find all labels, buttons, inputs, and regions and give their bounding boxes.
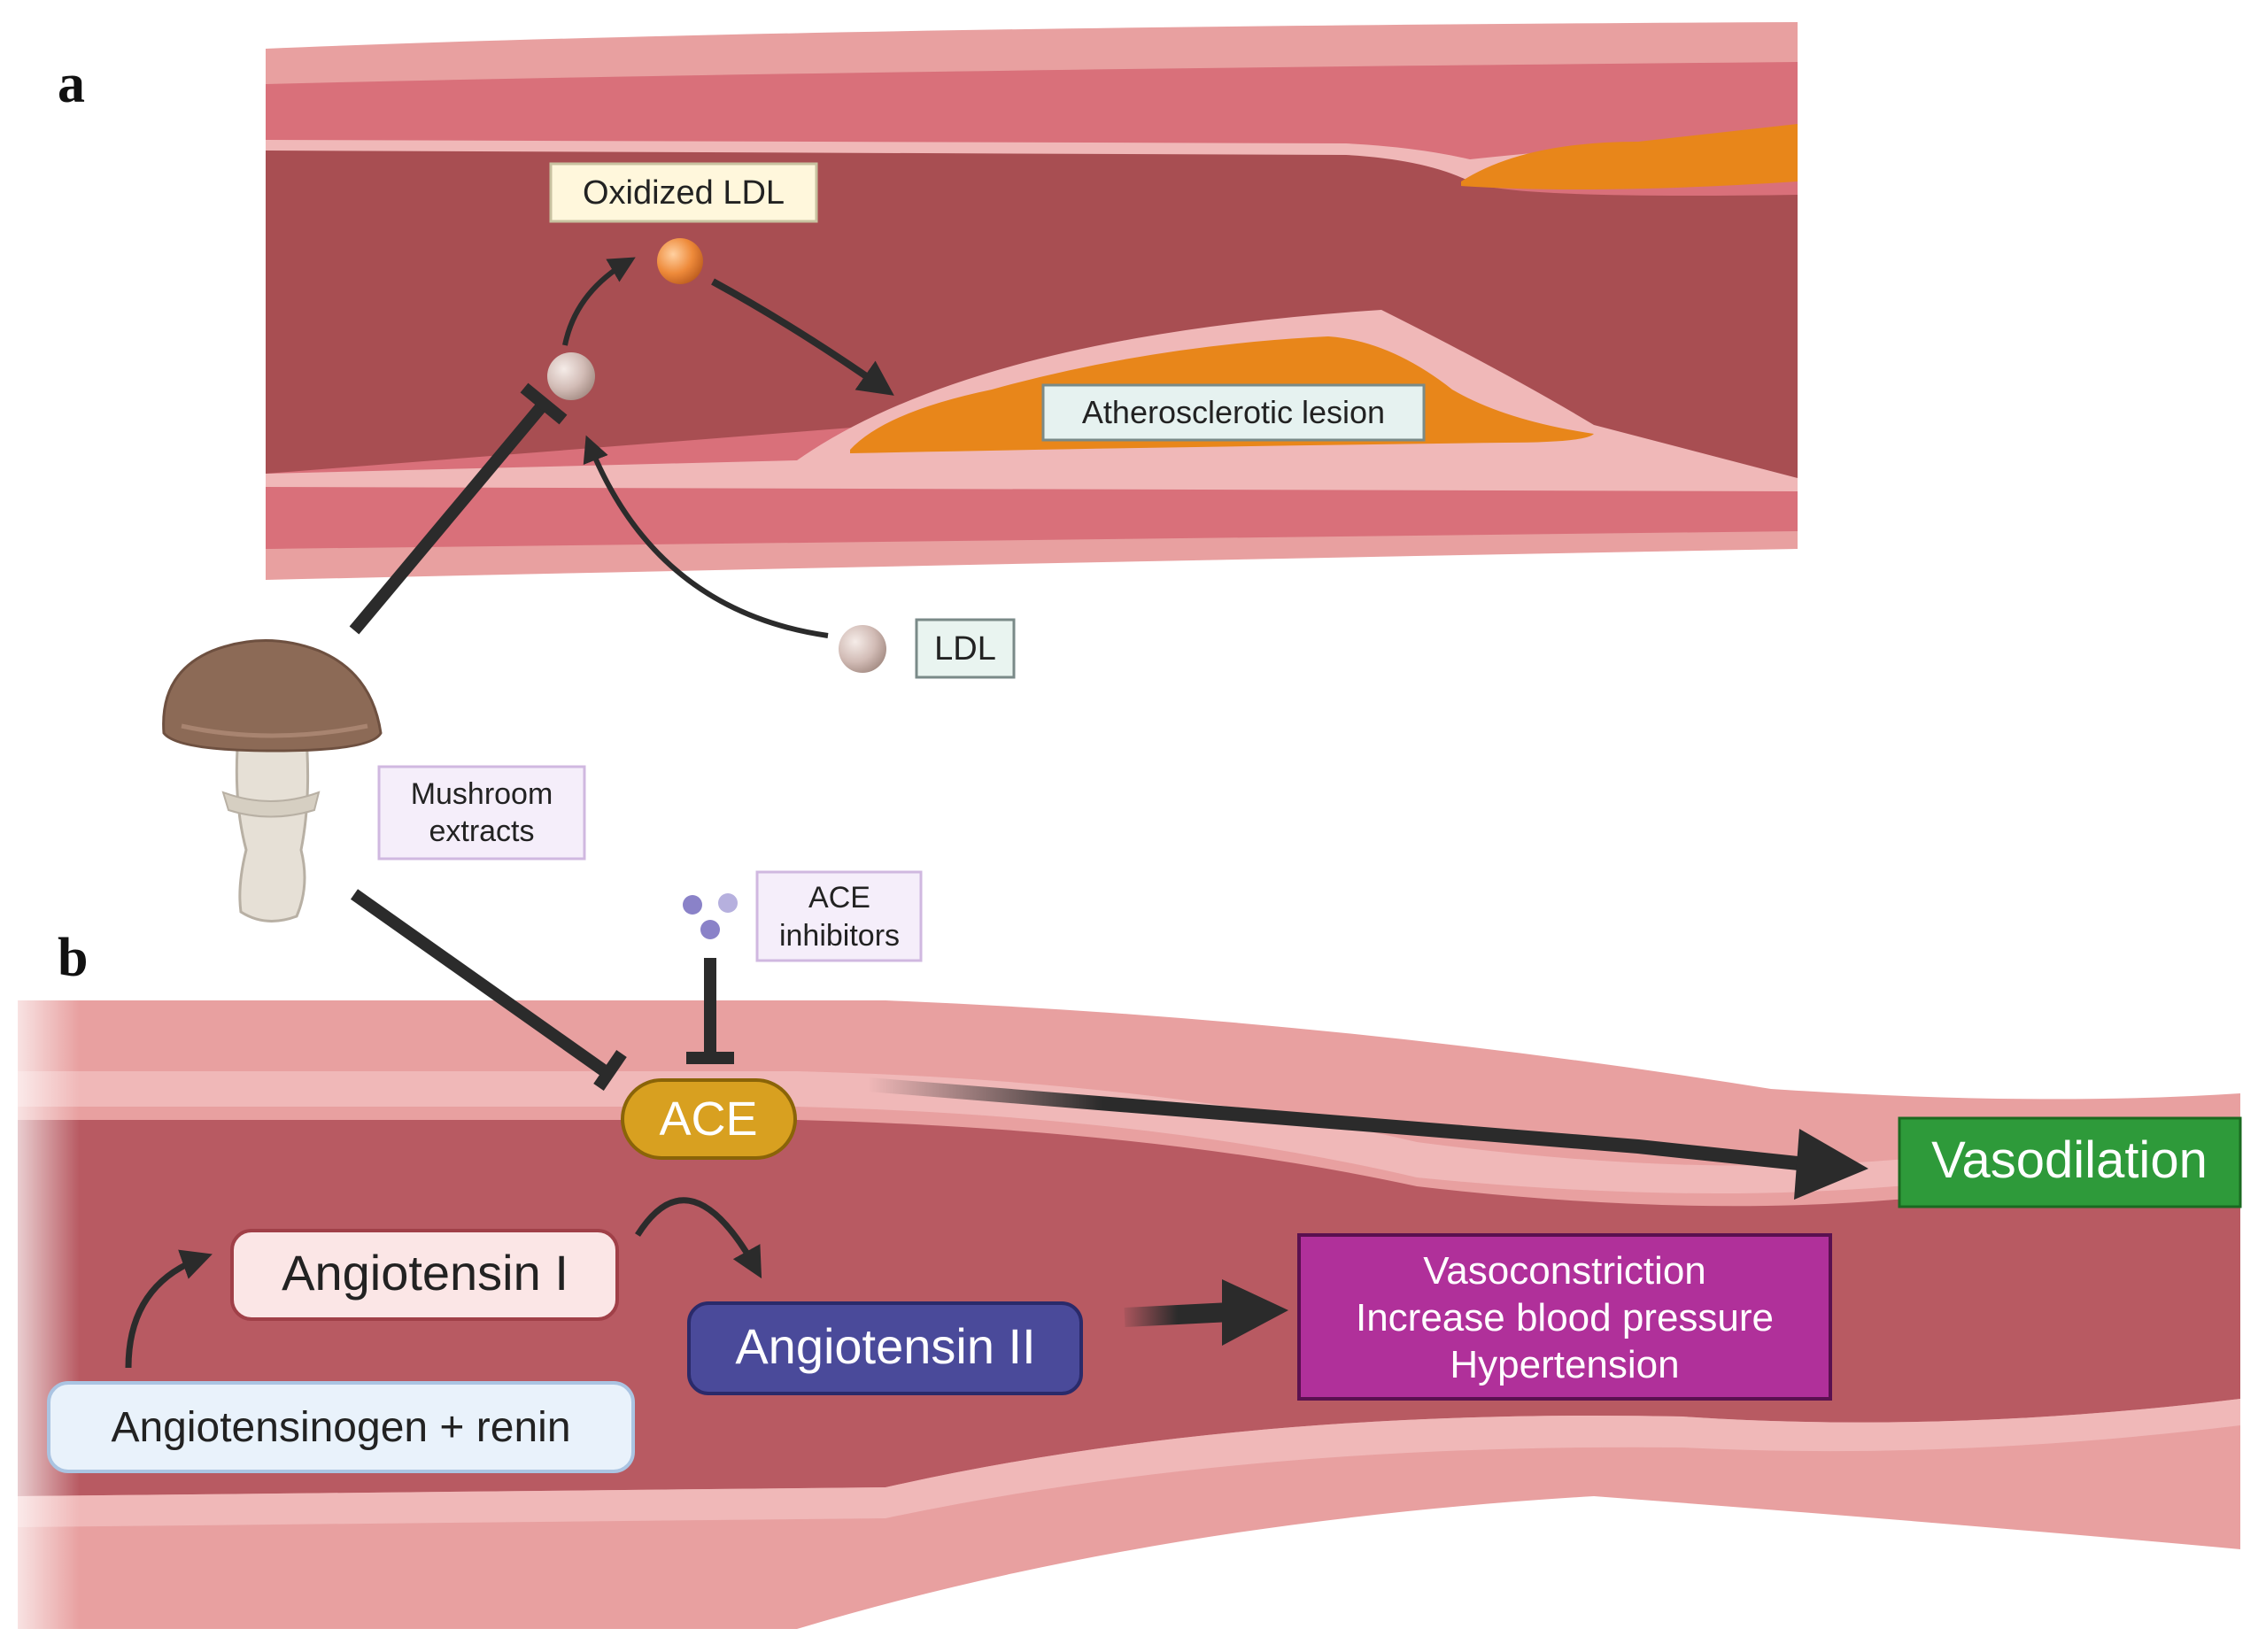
angiotensin-ii-box: Angiotensin II (687, 1301, 1083, 1395)
vasodilation-box: Vasodilation (1898, 1116, 2242, 1208)
mushroom-inhibit-oxidation-bar (520, 382, 568, 425)
vessel-b-intima-bottom (18, 1399, 2240, 1527)
ldl-entry-arrow (583, 435, 829, 638)
ace-to-vasodilation-arrow-line (867, 1077, 1807, 1171)
vessel-b-intima-top (18, 1071, 2240, 1193)
effect-blood-pressure-text: Increase blood pressure (1356, 1296, 1774, 1339)
mushroom-extracts-text-1: Mushroom (411, 777, 553, 811)
mushroom-inhibit-oxidation-line (349, 398, 550, 635)
lesion-formation-arrow (711, 278, 894, 396)
effects-box: Vasoconstriction Increase blood pressure… (1297, 1233, 1832, 1401)
vessel-a (266, 22, 1798, 580)
angiotensin-i-text: Angiotensin I (282, 1245, 568, 1301)
effect-vasoconstriction-text: Vasoconstriction (1423, 1249, 1706, 1293)
panel-letter-a: a (58, 54, 85, 114)
effect-hypertension-text: Hypertension (1450, 1343, 1679, 1386)
panel-letter-b: b (58, 928, 88, 988)
oxidation-arrow (562, 257, 636, 346)
ace-enzyme: ACE (621, 1078, 797, 1160)
atherosclerotic-lesion-label: Atherosclerotic lesion (1041, 383, 1426, 442)
mushroom-inhibit-ace-bar (593, 1050, 627, 1091)
oxidized-ldl-particle (657, 238, 703, 284)
mushroom-extracts-label: Mushroom extracts (377, 765, 586, 861)
vasodilation-text: Vasodilation (1931, 1131, 2208, 1189)
ldl-particle (839, 625, 886, 673)
angiotensinogen-renin-text: Angiotensinogen + renin (111, 1404, 570, 1451)
angiotensinogen-renin-box: Angiotensinogen + renin (47, 1381, 635, 1473)
mushroom-icon (162, 639, 383, 922)
angiotensin-ii-to-effects-line (1124, 1302, 1232, 1327)
oxidized-ldl-label: Oxidized LDL (549, 162, 818, 223)
angiotensinogen-to-angiotensin-i-arrow (125, 1249, 213, 1369)
ldl-text: LDL (934, 630, 996, 668)
ace-text: ACE (659, 1092, 757, 1146)
upper-plaque (1461, 124, 1798, 189)
ace-to-vasodilation-arrowhead (1794, 1129, 1868, 1200)
ace-inhibitor-molecules (683, 893, 738, 939)
ace-inhibitors-label: ACE inhibitors (755, 870, 923, 962)
mushroom-inhibit-ace-line (350, 889, 615, 1081)
ace-inhibitors-text-2: inhibitors (779, 919, 900, 953)
angiotensin-ii-text: Angiotensin II (735, 1318, 1035, 1374)
angiotensin-i-box: Angiotensin I (230, 1229, 619, 1321)
vessel-a-lumen (266, 151, 1798, 478)
ace-inhibitors-text-1: ACE (808, 881, 870, 915)
angiotensin-i-to-ii-arrow (635, 1197, 762, 1279)
vessel-b-left-fade (0, 992, 80, 1638)
oxidized-ldl-text: Oxidized LDL (583, 174, 785, 212)
atherosclerotic-lesion-text: Atherosclerotic lesion (1082, 394, 1385, 430)
mushroom-extracts-text-2: extracts (429, 814, 534, 848)
ldl-particle-in-vessel (547, 352, 595, 400)
angiotensin-ii-to-effects-arrowhead (1222, 1279, 1288, 1346)
ldl-label: LDL (915, 618, 1016, 679)
vessel-a-wall-bottom (266, 487, 1798, 549)
